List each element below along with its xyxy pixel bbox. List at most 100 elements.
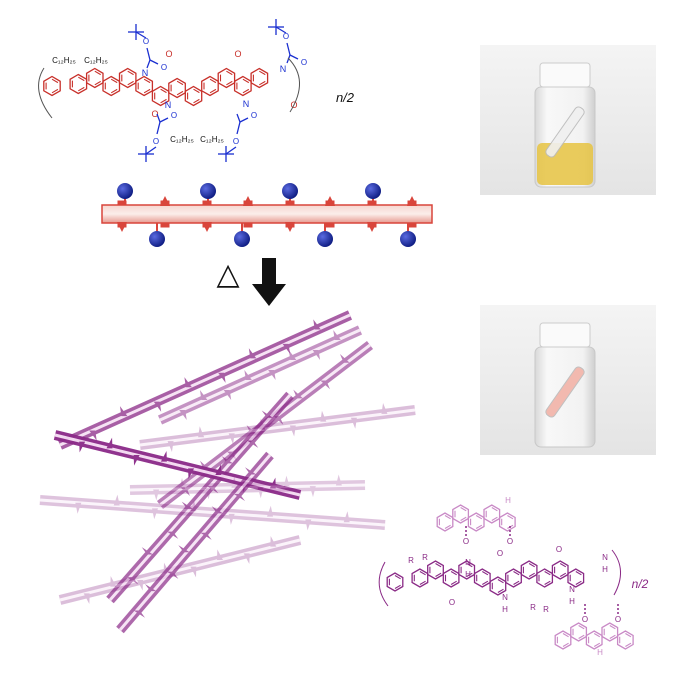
vial-insert (545, 106, 585, 158)
fiber-spike (259, 418, 266, 430)
oxygen-label: O (234, 49, 241, 59)
double-bond (485, 507, 498, 521)
boc-group-ball (234, 231, 250, 247)
fiber-spike (83, 593, 90, 605)
boc-group-ball (149, 231, 165, 247)
double-bond (491, 579, 504, 593)
fiber-spike (247, 440, 259, 448)
double-bond (45, 78, 59, 94)
fiber-spike (228, 513, 235, 525)
bond (59, 538, 301, 602)
heat-symbol: △ (216, 258, 239, 291)
fiber-spike (270, 535, 277, 547)
nitrogen-label: N (502, 593, 508, 602)
fiber-spike (217, 549, 223, 560)
oxygen-label: O (153, 137, 159, 146)
benzene-ring (616, 630, 634, 650)
oxygen-label: O (582, 615, 588, 624)
benzene-ring (483, 504, 501, 524)
bond (39, 495, 386, 530)
hydrogen-label: H (597, 648, 603, 657)
fiber-spike (153, 401, 162, 412)
fiber-spike (320, 380, 330, 390)
fiber-spike (243, 553, 250, 565)
double-bond (556, 633, 569, 647)
fiber-spike (167, 531, 179, 539)
double-bond (88, 70, 101, 86)
fiber-spike (288, 349, 297, 360)
repeat-bracket-right (287, 57, 300, 113)
fiber-spike (320, 410, 327, 422)
rod-notch (160, 200, 170, 228)
oxygen-label: O (165, 49, 172, 59)
fiber-spike (110, 575, 117, 587)
vial-solution (537, 143, 593, 185)
repeat-bracket-left (378, 561, 389, 607)
fiber-spike (340, 354, 350, 363)
bond (39, 498, 386, 527)
oxygen-label: O (283, 32, 289, 41)
fiber-spike (160, 450, 167, 462)
bond (286, 42, 291, 56)
substituent-label: R (422, 553, 428, 562)
fiber-spike (200, 460, 210, 470)
benzene-ring (551, 560, 569, 580)
fiber-spike (137, 580, 143, 591)
fiber-spike (248, 348, 257, 359)
substituent-label: R (530, 603, 536, 612)
double-bond (454, 507, 467, 521)
hydrogen-label: H (505, 496, 511, 505)
alkyl-chain-label: C₁₂H₂₅ (84, 56, 108, 65)
bond (159, 328, 361, 422)
fiber-spike (178, 545, 190, 553)
fiber-spike (119, 406, 128, 417)
oxygen-label: O (143, 37, 149, 46)
fiber (106, 391, 294, 604)
nitrogen-label: N (602, 553, 608, 562)
fiber-spike (333, 329, 341, 340)
heating-step: △ (216, 258, 286, 306)
vial-photo-before-heating (480, 45, 656, 195)
repeat-bracket-right (611, 549, 621, 596)
fiber-spike (75, 502, 82, 514)
bond (275, 26, 287, 34)
bond (59, 313, 351, 447)
benzene-ring (250, 67, 269, 89)
fiber (53, 430, 302, 500)
double-bond (236, 78, 250, 94)
hydrogen-bonded-fiber-network (39, 310, 416, 634)
fiber-spike (106, 437, 113, 449)
vial-cap (539, 322, 591, 348)
bond (58, 535, 302, 605)
fiber (157, 325, 363, 425)
benzene-ring (168, 77, 186, 99)
double-bond (137, 78, 151, 94)
double-bond (501, 515, 514, 529)
bond (108, 394, 292, 601)
double-bond (522, 563, 535, 577)
fiber-spike (268, 370, 276, 381)
fiber-spike (179, 477, 186, 489)
fiber-spike (282, 343, 291, 354)
benzene-ring (386, 572, 404, 592)
fiber-spike (113, 494, 120, 506)
bond (139, 405, 416, 450)
fiber-spike (200, 532, 212, 540)
vial-photo-after-heating (480, 305, 656, 455)
oxygen-label: O (171, 111, 177, 120)
double-bond (413, 571, 426, 585)
boc-group-ball (400, 231, 416, 247)
bond (289, 54, 299, 60)
fiber-spike (144, 583, 157, 592)
boc-group-ball (282, 183, 298, 199)
fiber-spike (181, 501, 193, 509)
fiber-spike (269, 477, 276, 489)
benzene-ring (473, 568, 491, 588)
alkyl-chain-label: C₁₂H₂₅ (200, 135, 224, 144)
bond (54, 433, 301, 497)
vial-insert (545, 366, 585, 418)
substituent-label: R (543, 605, 549, 614)
fiber-spike (231, 476, 238, 488)
polymer-rod (101, 204, 433, 224)
